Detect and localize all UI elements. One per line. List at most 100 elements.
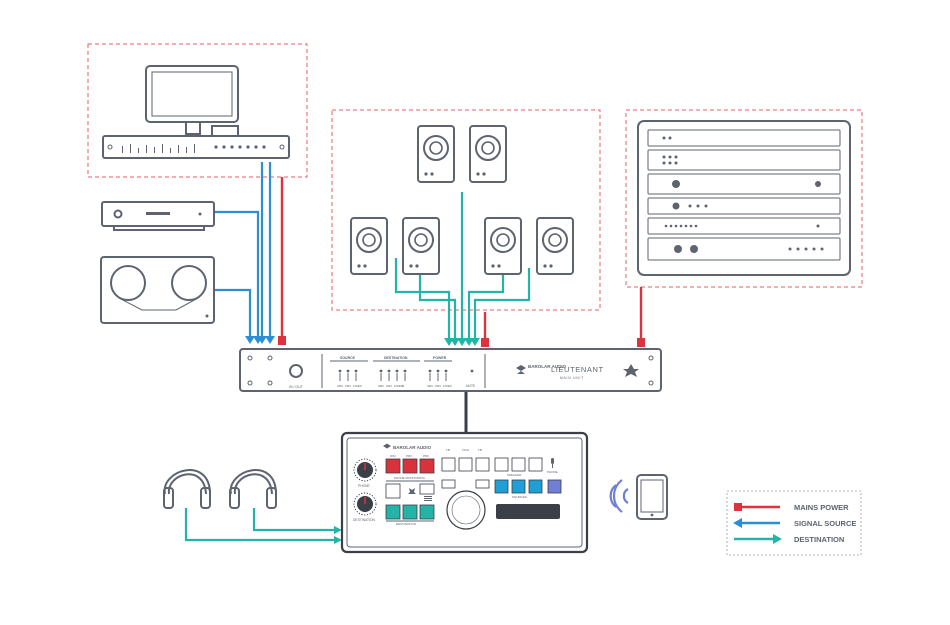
rack-section-power: POWER: [433, 356, 447, 360]
source-button-2[interactable]: [511, 479, 526, 494]
mid-label-2: TALK: [462, 448, 469, 452]
cd-player: [101, 201, 215, 231]
headphones-1: [163, 469, 211, 509]
speaker-monitor: [350, 217, 388, 275]
legend-source-label: SIGNAL SOURCE: [794, 519, 856, 528]
mid-label-1: TB: [446, 448, 450, 452]
speaker-array: [350, 125, 574, 275]
tape-machine: [100, 256, 215, 324]
source-cables: [214, 162, 272, 338]
headphone-jack[interactable]: [289, 364, 303, 378]
legend-destination-symbol: [734, 534, 782, 544]
legend-power-symbol: [734, 503, 780, 511]
legend-destination-label: DESTINATION: [794, 535, 844, 544]
computer-monitor: [145, 65, 239, 137]
white-button-left[interactable]: [385, 483, 401, 499]
talkback-button-1[interactable]: [441, 457, 456, 472]
power-cables: [280, 177, 643, 340]
rack-brand-logo: [516, 365, 526, 374]
rack-source-tick-label: PRV: [345, 384, 351, 388]
outboard-zone: [625, 109, 863, 288]
alt-button-2[interactable]: [475, 479, 490, 489]
talkback-mic-icon: [551, 458, 554, 468]
rack-source-tick-label: SRC: [337, 384, 344, 388]
source-button-1[interactable]: [494, 479, 509, 494]
speaker-monitor: [484, 217, 522, 275]
prv-button-2[interactable]: [419, 458, 435, 474]
source-arrowheads: [245, 336, 275, 344]
speaker-monitor: [402, 217, 440, 275]
speaker-zone: [331, 109, 601, 311]
legend: MAINS POWER SIGNAL SOURCE DESTINATION: [726, 490, 862, 556]
rack-destination-tick-label: FIXED: [394, 384, 404, 388]
legend-source-symbol: [733, 518, 780, 528]
dim-button[interactable]: [385, 458, 401, 474]
top-button-label-1: DIM: [390, 454, 396, 458]
phone-knob[interactable]: [353, 458, 377, 482]
mic-label: PHONE: [547, 470, 558, 474]
top-button-label-2: PRV: [406, 454, 412, 458]
mini-meter: [424, 496, 432, 501]
jack-label: IN / OUT: [289, 385, 304, 389]
legend-power-label: MAINS POWER: [794, 503, 849, 512]
smartphone-icon: [636, 474, 668, 520]
controller-brand: BAROLAR AUDIO: [393, 445, 432, 450]
alt-button-1[interactable]: [441, 479, 456, 489]
destination-knob[interactable]: [353, 492, 377, 516]
rack-destination-tick-label: SRC: [378, 384, 385, 388]
controller-display: [496, 504, 560, 519]
rack-power-tick-label: PRV: [435, 384, 441, 388]
speaker-monitor: [469, 125, 507, 183]
rack-mute-label: MUTE: [466, 384, 475, 388]
audio-interface: [102, 135, 290, 159]
source-button-b[interactable]: [547, 479, 562, 494]
dest-button-1[interactable]: [385, 504, 401, 520]
src-button-2[interactable]: [511, 457, 526, 472]
speaker-group-label: SPEAKER: [507, 473, 522, 477]
controller-star-icon: [408, 488, 416, 494]
src-button-1[interactable]: [494, 457, 509, 472]
headphones-2: [229, 469, 277, 509]
rack-power-tick-label: SRC: [427, 384, 434, 388]
speaker-monitor: [417, 125, 455, 183]
power-plugs: [278, 336, 645, 347]
outboard-rack: [637, 120, 851, 276]
rack-brand: BAROLAR AUDIO: [528, 364, 567, 369]
star-logo-icon: [623, 364, 639, 377]
phone-knob-label: PHONE: [358, 484, 371, 488]
volume-wheel[interactable]: [446, 490, 486, 530]
mid-label-3: TB: [478, 448, 482, 452]
destination-group-label: DESTINATION: [396, 522, 416, 526]
rack-source-tick-label: FIXED: [353, 384, 363, 388]
destination-cables: [184, 192, 531, 542]
rack-destination-tick-label: B: [402, 384, 404, 388]
talk-button[interactable]: [458, 457, 473, 472]
destination-arrowheads: [334, 338, 480, 544]
rack-power-tick-label: FIXED: [443, 384, 453, 388]
top-button-label-3: PRV: [423, 454, 429, 458]
talkback-button-2[interactable]: [475, 457, 490, 472]
computer-zone: [87, 43, 308, 178]
rack-indicator-leds: [338, 369, 474, 373]
rack-destination-tick-label: PRV: [386, 384, 392, 388]
desktop-controller: BAROLAR AUDIO PHONE DESTINATION DIM PRV …: [340, 431, 589, 554]
rack-model-sub: MAIN UNIT: [560, 376, 584, 380]
top-group-label: PHONE MONITORING: [394, 476, 426, 480]
src-button-3[interactable]: [528, 457, 543, 472]
prv-button-1[interactable]: [402, 458, 418, 474]
source-button-3[interactable]: [528, 479, 543, 494]
speaker-monitor: [536, 217, 574, 275]
dest-button-3[interactable]: [419, 504, 435, 520]
rack-model: LIEUTENANT: [551, 365, 604, 374]
rack-section-destination: DESTINATION: [384, 356, 408, 360]
controller-brand-logo: [383, 443, 391, 449]
dest-button-2[interactable]: [402, 504, 418, 520]
destination-knob-label: DESTINATION: [353, 518, 376, 522]
rack-section-source: SOURCE: [340, 356, 356, 360]
wireless-signal-icon: [609, 479, 629, 513]
sources-group-label: SOURCES: [512, 495, 527, 499]
white-button-small[interactable]: [419, 483, 435, 495]
